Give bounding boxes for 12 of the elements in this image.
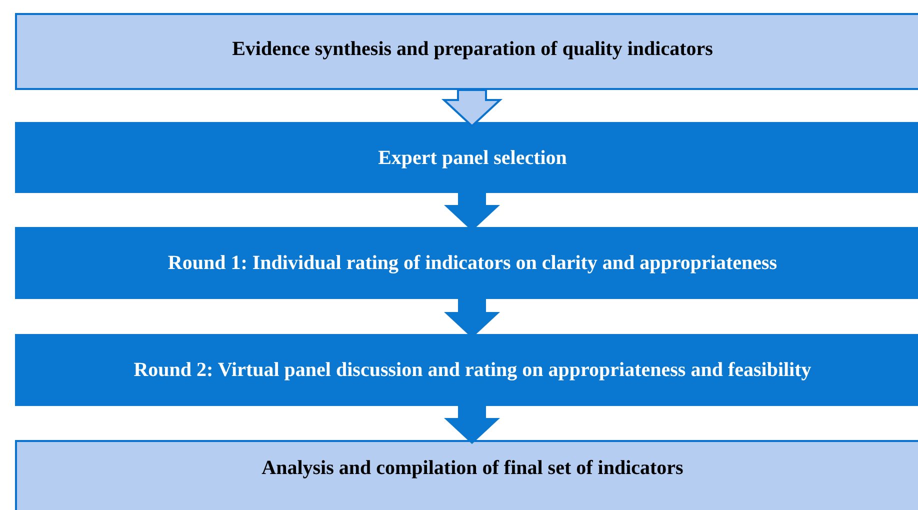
step-label: Analysis and compilation of final set of indicators: [262, 456, 684, 481]
process-box: [15, 227, 918, 299]
step-label: Evidence synthesis and preparation of quality indicators: [232, 36, 713, 62]
process-box: [15, 122, 918, 193]
block-arrow: [444, 406, 500, 444]
block-arrow: [441, 89, 503, 128]
process-box: [15, 13, 918, 90]
step-label: Expert panel selection: [378, 146, 567, 170]
step-label: Round 1: Individual rating of indicators on clarity and appropriateness: [168, 251, 778, 276]
process-box: [15, 334, 918, 406]
process-box: [15, 440, 918, 510]
step-label: Round 2: Virtual panel discussion and rating on appropriateness and feasibility: [134, 358, 812, 383]
